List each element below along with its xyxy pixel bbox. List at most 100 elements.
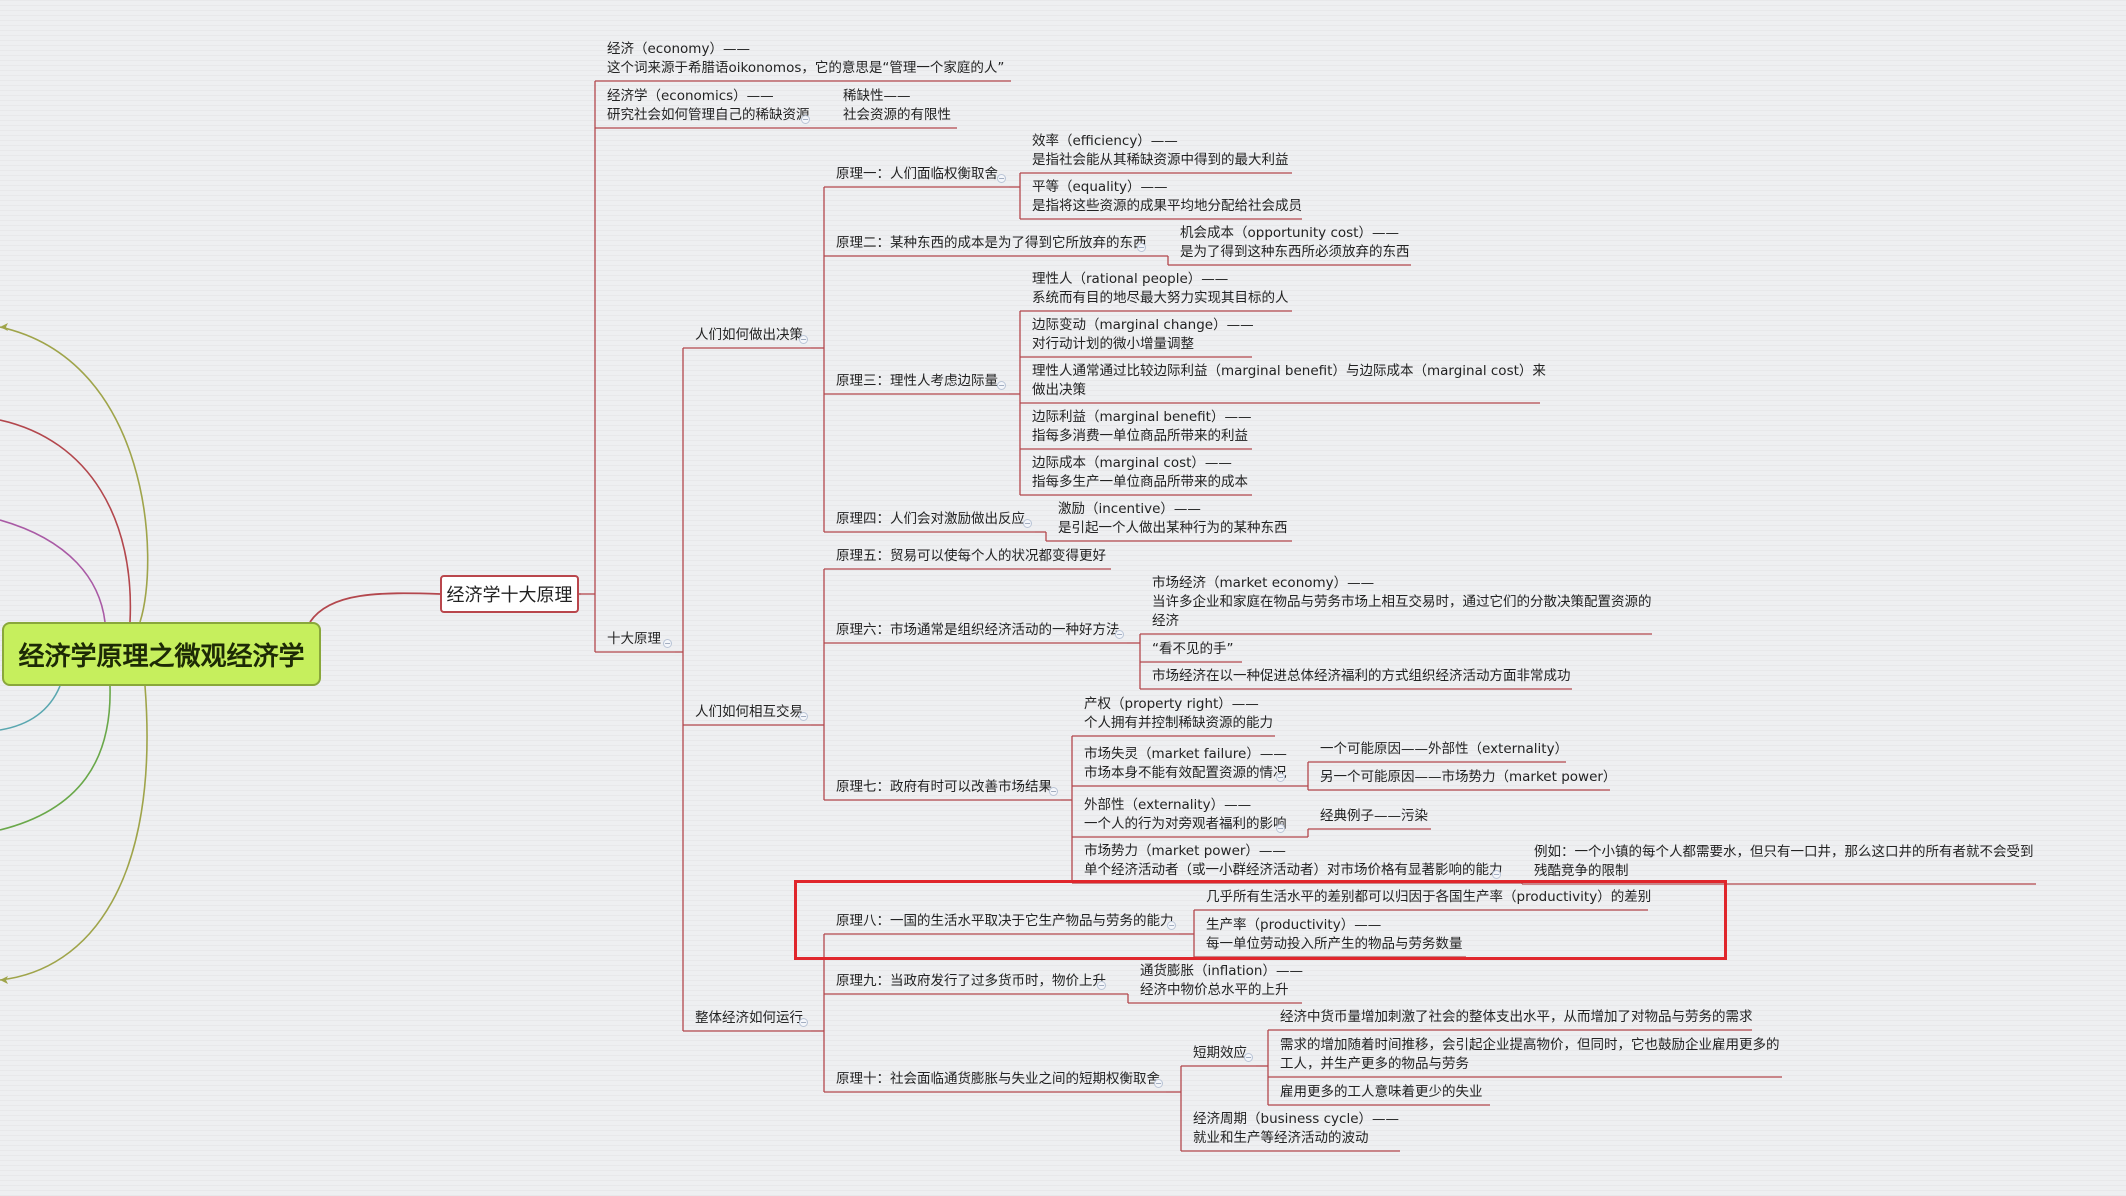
node-text-line: 这个词来源于希腊语oikonomos，它的意思是“管理一个家庭的人” (607, 60, 1005, 76)
node-text-line: 市场经济（market economy）—— (1152, 575, 1375, 591)
collapse-toggle-icon[interactable] (1023, 519, 1032, 528)
node-text-line: 经济中货币量增加刺激了社会的整体支出水平，从而增加了对物品与劳务的需求 (1280, 1009, 1753, 1025)
node-externality-example[interactable]: 经典例子——污染 (1320, 807, 1428, 826)
node-text-line: 系统而有目的地尽最大努力实现其目标的人 (1032, 290, 1289, 306)
node-text-line: 单个经济活动者（或一小群经济活动者）对市场价格有显著影响的能力 (1084, 862, 1503, 878)
branch-arrow-icon (0, 976, 8, 984)
node-text-line: 雇用更多的工人意味着更少的失业 (1280, 1084, 1483, 1100)
collapse-toggle-icon[interactable] (1276, 773, 1285, 782)
node-p4[interactable]: 原理四：人们会对激励做出反应 (836, 510, 1025, 529)
node-text-line: 短期效应 (1193, 1045, 1247, 1061)
node-incentive[interactable]: 激励（incentive）—— 是引起一个人做出某种行为的某种东西 (1058, 500, 1288, 538)
node-invisible-hand-desc[interactable]: 市场经济在以一种促进总体经济福利的方式组织经济活动方面非常成功 (1152, 667, 1571, 686)
node-economics[interactable]: 经济学（economics）——研究社会如何管理自己的稀缺资源 (607, 87, 810, 125)
node-marginal-benefit[interactable]: 边际利益（marginal benefit）——指每多消费一单位商品所带来的利益 (1032, 408, 1251, 446)
node-text-line: 人们如何做出决策 (695, 327, 803, 343)
node-text-line: 效率（efficiency）—— (1032, 133, 1178, 149)
collapse-toggle-icon[interactable] (799, 335, 808, 344)
node-text-line: 就业和生产等经济活动的波动 (1193, 1130, 1369, 1146)
node-text-line: 社会资源的有限性 (843, 107, 951, 123)
node-market-failure[interactable]: 市场失灵（market failure）——市场本身不能有效配置资源的情况 (1084, 745, 1287, 783)
collapse-toggle-icon[interactable] (997, 174, 1006, 183)
node-text-line: 整体经济如何运行 (695, 1010, 803, 1026)
node-text-line: 原理十：社会面临通货膨胀与失业之间的短期权衡取舍 (836, 1071, 1160, 1087)
root-branch-curve (0, 326, 149, 623)
node-text-line: 工人，并生产更多的物品与劳务 (1280, 1056, 1469, 1072)
node-p10[interactable]: 原理十：社会面临通货膨胀与失业之间的短期权衡取舍 (836, 1070, 1160, 1089)
node-p8[interactable]: 原理八：一国的生活水平取决于它生产物品与劳务的能力 (836, 912, 1174, 931)
node-text-line: 一个可能原因——外部性（externality） (1320, 741, 1569, 757)
node-short-run[interactable]: 短期效应 (1193, 1044, 1247, 1063)
node-text-line: 需求的增加随着时间推移，会引起企业提高物价，但同时，它也鼓励企业雇用更多的 (1280, 1037, 1780, 1053)
collapse-toggle-icon[interactable] (1167, 921, 1176, 930)
node-economy-whole[interactable]: 整体经济如何运行 (695, 1009, 803, 1028)
node-sr1[interactable]: 经济中货币量增加刺激了社会的整体支出水平，从而增加了对物品与劳务的需求 (1280, 1008, 1753, 1027)
collapse-toggle-icon[interactable] (801, 115, 810, 124)
node-economy[interactable]: 经济（economy）——这个词来源于希腊语oikonomos，它的意思是“管理… (607, 40, 1004, 78)
node-market-economy[interactable]: 市场经济（market economy）——当许多企业和家庭在物品与劳务市场上相… (1152, 574, 1652, 631)
node-text-line: 机会成本（opportunity cost）—— (1180, 225, 1399, 241)
node-text-line: “看不见的手” (1152, 641, 1234, 657)
node-scarcity[interactable]: 稀缺性——社会资源的有限性 (843, 87, 951, 125)
node-p9[interactable]: 原理九：当政府发行了过多货币时，物价上升 (836, 972, 1106, 991)
node-p7[interactable]: 原理七：政府有时可以改善市场结果 (836, 778, 1052, 797)
node-productivity-diff[interactable]: 几乎所有生活水平的差别都可以归因于各国生产率（productivity）的差别 (1206, 888, 1651, 907)
node-text-line: 原理二：某种东西的成本是为了得到它所放弃的东西 (836, 235, 1147, 251)
node-p5[interactable]: 原理五：贸易可以使每个人的状况都变得更好 (836, 547, 1106, 566)
node-inflation[interactable]: 通货膨胀（inflation）——经济中物价总水平的上升 (1140, 962, 1303, 1000)
node-text-line: 每一单位劳动投入所产生的物品与劳务数量 (1206, 936, 1463, 952)
node-mf-reason1[interactable]: 一个可能原因——外部性（externality） (1320, 740, 1568, 759)
collapse-toggle-icon[interactable] (799, 1018, 808, 1027)
collapse-toggle-icon[interactable] (1492, 870, 1501, 879)
collapse-toggle-icon[interactable] (1137, 243, 1146, 252)
node-property-right[interactable]: 产权（property right）——个人拥有并控制稀缺资源的能力 (1084, 695, 1273, 733)
node-marginal-cost[interactable]: 边际成本（marginal cost）——指每多生产一单位商品所带来的成本 (1032, 454, 1248, 492)
node-marginal-change[interactable]: 边际变动（marginal change）——对行动计划的微小增量调整 (1032, 316, 1254, 354)
node-decisions[interactable]: 人们如何做出决策 (695, 326, 803, 345)
node-rational-people[interactable]: 理性人（rational people）—— 系统而有目的地尽最大努力实现其目标的… (1032, 270, 1289, 308)
collapse-toggle-icon[interactable] (1049, 787, 1058, 796)
node-business-cycle[interactable]: 经济周期（business cycle）——就业和生产等经济活动的波动 (1193, 1110, 1399, 1148)
node-market-power-example[interactable]: 例如：一个小镇的每个人都需要水，但只有一口井，那么这口井的所有者就不会受到残酷竞… (1534, 843, 2034, 881)
highlight-box (794, 880, 1727, 960)
collapse-toggle-icon[interactable] (997, 381, 1006, 390)
collapse-toggle-icon[interactable] (799, 712, 808, 721)
node-p3[interactable]: 原理三：理性人考虑边际量 (836, 372, 998, 391)
node-mf-reason2[interactable]: 另一个可能原因——市场势力（market power） (1320, 768, 1616, 787)
collapse-toggle-icon[interactable] (663, 639, 672, 648)
node-text-line: 做出决策 (1032, 382, 1086, 398)
node-interact[interactable]: 人们如何相互交易 (695, 703, 803, 722)
node-p1[interactable]: 原理一：人们面临权衡取舍 (836, 165, 998, 184)
collapse-toggle-icon[interactable] (1154, 1079, 1163, 1088)
node-sr2[interactable]: 需求的增加随着时间推移，会引起企业提高物价，但同时，它也鼓励企业雇用更多的工人，… (1280, 1036, 1780, 1074)
node-text-line: 理性人（rational people）—— (1032, 271, 1229, 287)
node-externality[interactable]: 外部性（externality）——一个人的行为对旁观者福利的影响 (1084, 796, 1287, 834)
collapse-toggle-icon[interactable] (1276, 824, 1285, 833)
node-text-line: 产权（property right）—— (1084, 696, 1259, 712)
root-topic[interactable]: 经济学原理之微观经济学 (2, 622, 321, 686)
collapse-toggle-icon[interactable] (1097, 981, 1106, 990)
node-p2[interactable]: 原理二：某种东西的成本是为了得到它所放弃的东西 (836, 234, 1147, 253)
node-marginal-decision[interactable]: 理性人通常通过比较边际利益（marginal benefit）与边际成本（mar… (1032, 362, 1546, 400)
node-ten-principles[interactable]: 十大原理 (607, 630, 661, 649)
main-topic[interactable]: 经济学十大原理 (440, 575, 579, 613)
node-efficiency[interactable]: 效率（efficiency）——是指社会能从其稀缺资源中得到的最大利益 (1032, 132, 1289, 170)
node-p6[interactable]: 原理六：市场通常是组织经济活动的一种好方法 (836, 621, 1120, 640)
node-market-power[interactable]: 市场势力（market power）——单个经济活动者（或一小群经济活动者）对市… (1084, 842, 1503, 880)
node-text-line: 市场失灵（market failure）—— (1084, 746, 1287, 762)
node-text-line: 市场经济在以一种促进总体经济福利的方式组织经济活动方面非常成功 (1152, 668, 1571, 684)
collapse-toggle-icon[interactable] (1115, 630, 1124, 639)
node-text-line: 激励（incentive）—— (1058, 501, 1201, 517)
collapse-toggle-icon[interactable] (1244, 1053, 1253, 1062)
node-text-line: 是引起一个人做出某种行为的某种东西 (1058, 520, 1288, 536)
node-opportunity-cost[interactable]: 机会成本（opportunity cost）——是为了得到这种东西所必须放弃的东… (1180, 224, 1410, 262)
node-productivity[interactable]: 生产率（productivity）——每一单位劳动投入所产生的物品与劳务数量 (1206, 916, 1463, 954)
node-text-line: 经典例子——污染 (1320, 808, 1428, 824)
node-equality[interactable]: 平等（equality）——是指将这些资源的成果平均地分配给社会成员 (1032, 178, 1302, 216)
node-text-line: 经济学（economics）—— (607, 88, 774, 104)
node-sr3[interactable]: 雇用更多的工人意味着更少的失业 (1280, 1083, 1483, 1102)
root-branch-curve (309, 592, 441, 623)
node-text-line: 几乎所有生活水平的差别都可以归因于各国生产率（productivity）的差别 (1206, 889, 1652, 905)
node-invisible-hand[interactable]: “看不见的手” (1152, 640, 1234, 659)
